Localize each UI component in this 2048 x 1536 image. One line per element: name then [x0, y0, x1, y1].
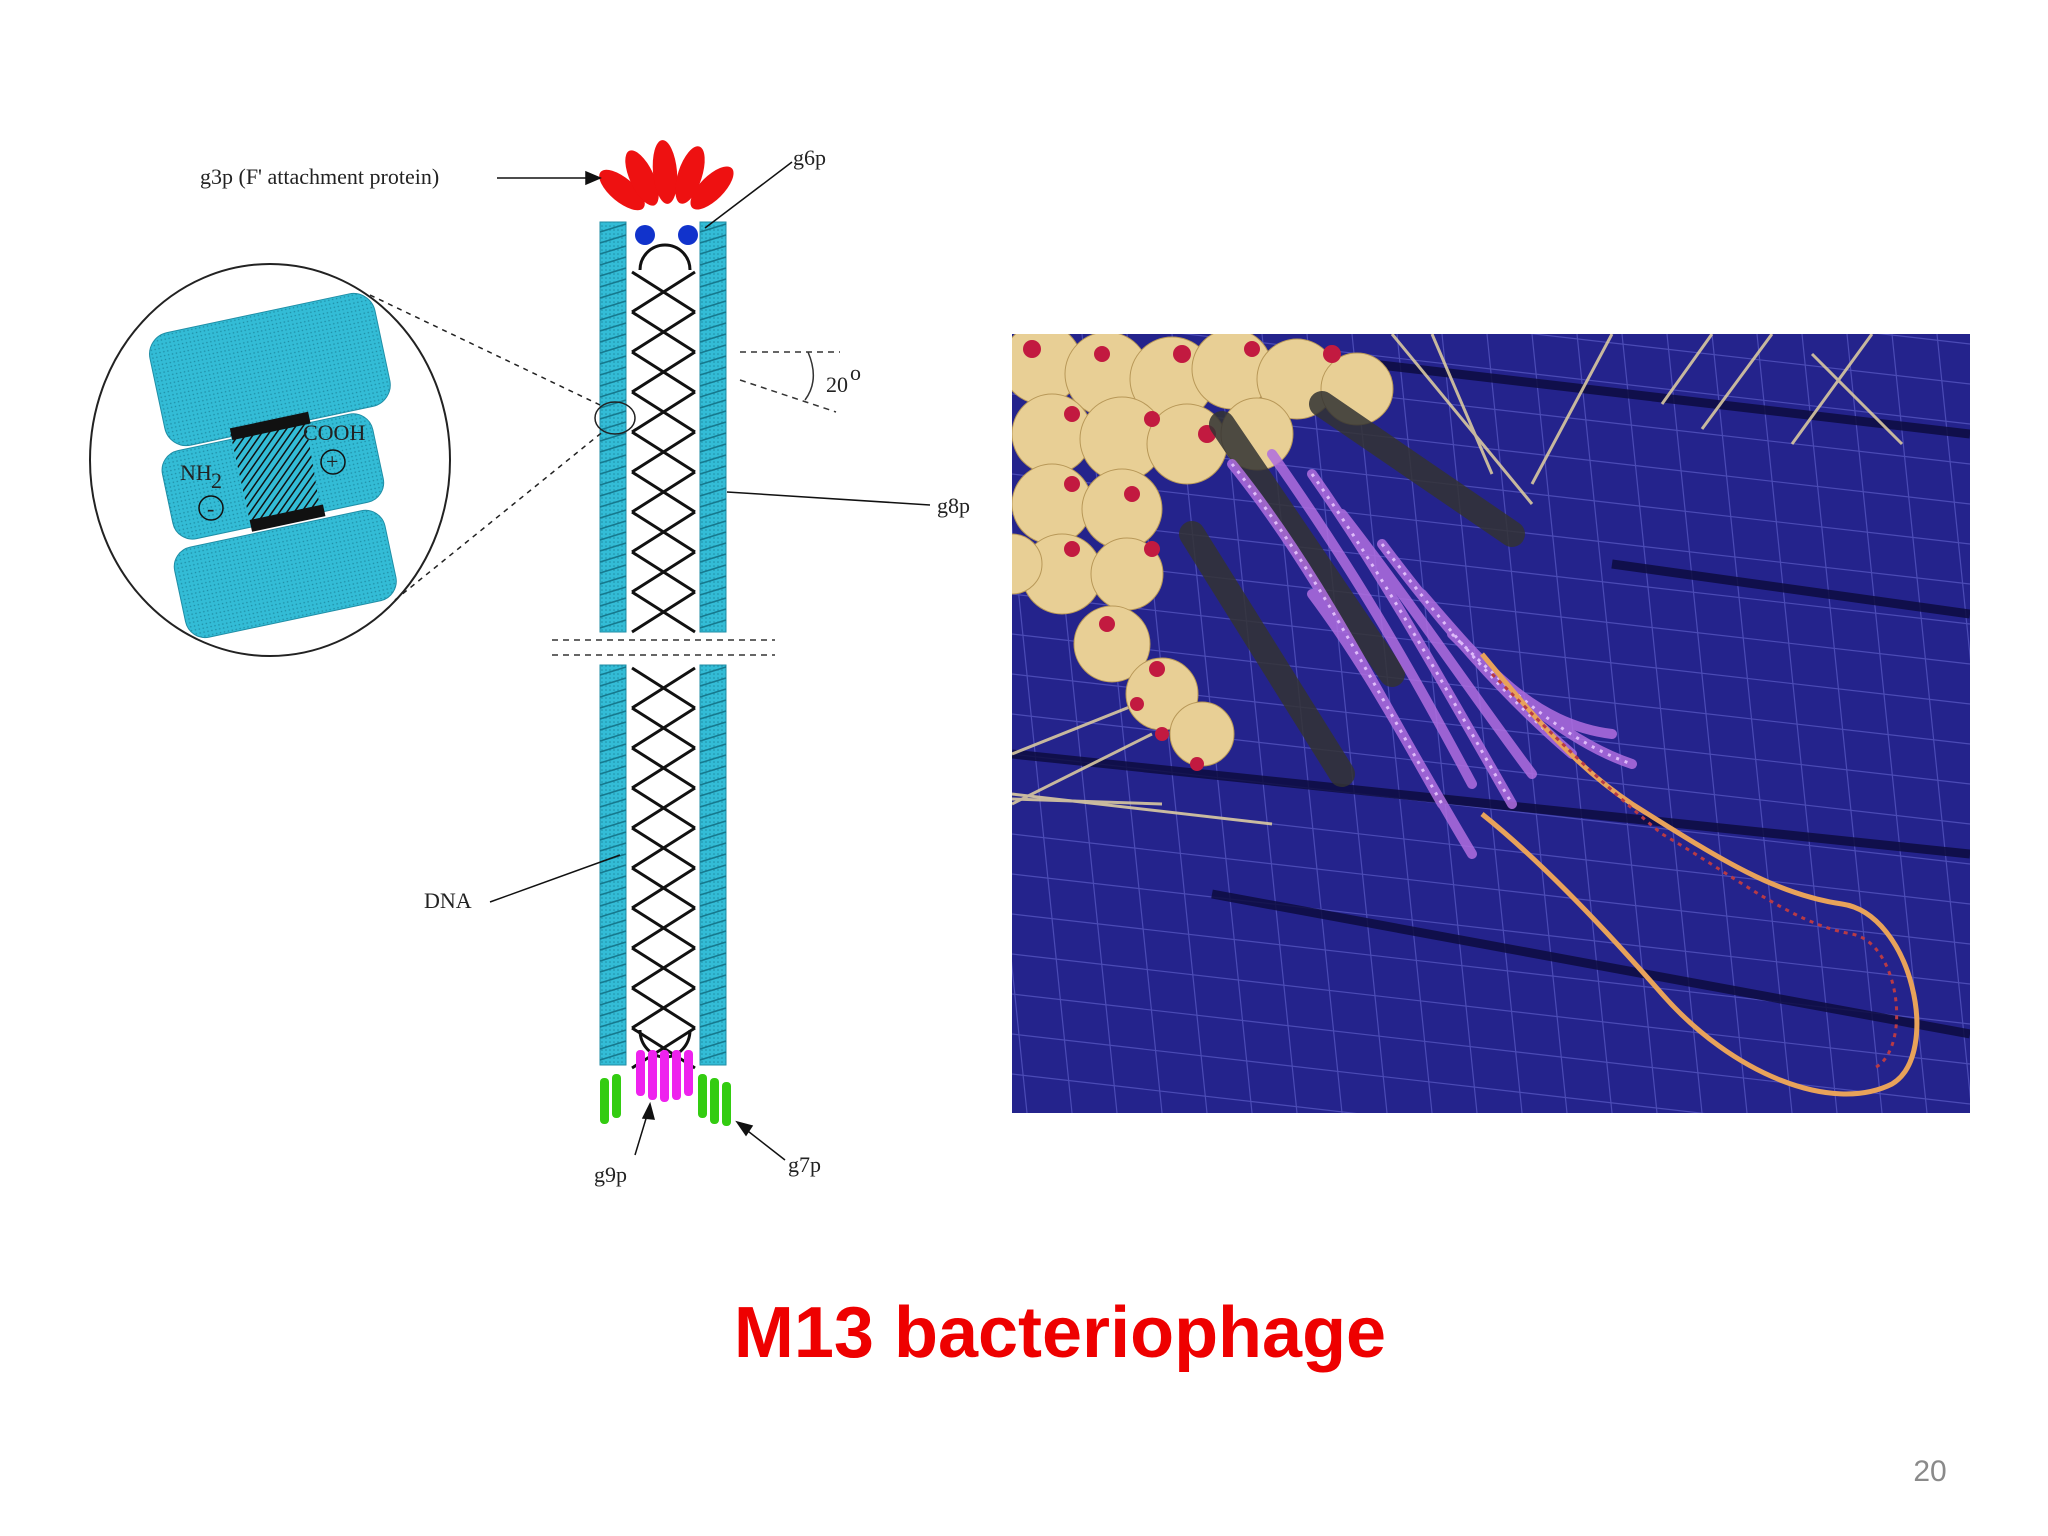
g8p-coat-left-upper	[599, 221, 627, 633]
g9p-leader	[634, 1111, 649, 1156]
angle-degree-symbol: o	[850, 360, 861, 385]
g3p-label: g3p (F' attachment protein)	[200, 164, 439, 189]
g6p-protein-right	[678, 225, 698, 245]
g6p-label: g6p	[793, 145, 826, 170]
g8p-leader	[726, 491, 931, 506]
g7p-label: g7p	[788, 1152, 821, 1177]
g6p-leader	[704, 161, 793, 229]
dna-leader	[489, 854, 621, 903]
angle-label: 20	[826, 372, 848, 397]
m13-3d-rendering-image	[1012, 334, 1970, 1113]
cooh-label: COOH	[303, 420, 365, 445]
nh2-label: NH	[180, 460, 212, 485]
g9p-protein	[636, 1050, 693, 1102]
g9p-label: g9p	[594, 1162, 627, 1187]
g6p-protein-left	[635, 225, 655, 245]
g8p-coat-right-lower	[699, 664, 727, 1066]
dna-label: DNA	[424, 888, 472, 913]
slide-title: M13 bacteriophage	[733, 1293, 1387, 1373]
minus-sign: -	[207, 496, 214, 521]
g7p-leader	[743, 1127, 786, 1161]
angle-marker	[739, 351, 840, 413]
nh2-subscript: 2	[211, 468, 222, 493]
g3p-protein	[599, 140, 734, 211]
zoom-inset	[89, 263, 636, 657]
page-number: 20	[1913, 1455, 1947, 1488]
g8p-coat-left-lower	[599, 664, 627, 1066]
plus-sign: +	[326, 449, 338, 474]
m13-schematic-diagram: 20 o COOH + NH 2 -	[89, 140, 970, 1187]
g7p-protein	[600, 1074, 731, 1126]
g8p-label: g8p	[937, 493, 970, 518]
dna-strand	[631, 243, 696, 1070]
